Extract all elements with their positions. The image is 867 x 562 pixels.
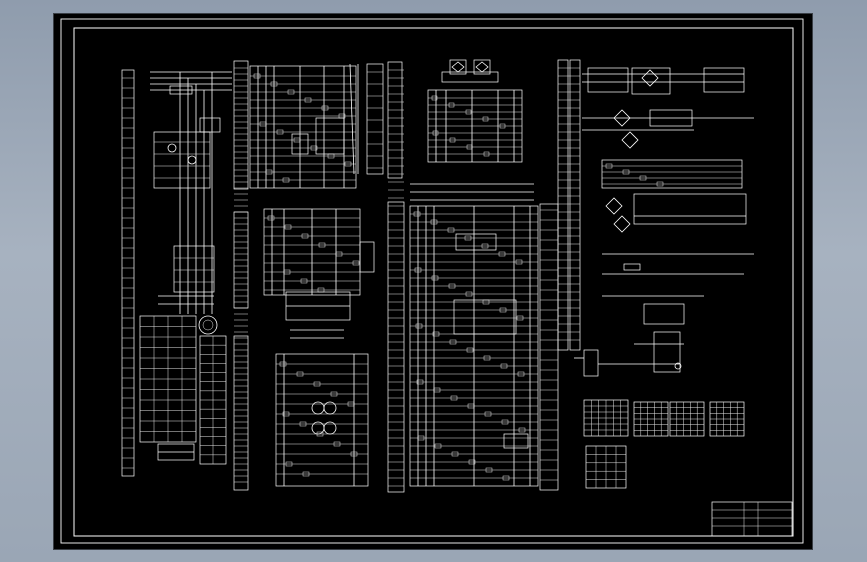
central-terminal-strip xyxy=(387,61,405,493)
right-terminal-strip xyxy=(557,59,581,351)
electrical-schematic-drawing xyxy=(60,18,804,544)
left-terminal-strip xyxy=(121,69,135,477)
control-wiring-upper xyxy=(249,65,357,189)
drawing-outer-frame xyxy=(60,18,804,544)
main-power-circuit xyxy=(150,71,232,335)
top-bridge-circuit xyxy=(427,59,523,163)
protection-relay-grid xyxy=(139,315,227,465)
contact-table-2 xyxy=(633,401,669,437)
title-block xyxy=(711,501,793,537)
control-wiring-lower xyxy=(275,329,369,487)
contact-table-1 xyxy=(583,399,629,437)
central-ladder-diagram xyxy=(409,183,539,487)
contact-table-5 xyxy=(585,445,627,489)
cad-viewport[interactable] xyxy=(54,14,812,549)
right-center-terminal xyxy=(539,203,559,491)
terminal-strip-2 xyxy=(233,60,249,491)
rectifier-circuit xyxy=(574,67,754,377)
contact-table-3 xyxy=(669,401,705,437)
relay-column-3 xyxy=(349,63,384,273)
drawing-inner-frame xyxy=(73,27,794,537)
control-wiring-middle xyxy=(263,208,361,321)
contact-table-4 xyxy=(709,401,745,437)
motor-symbol xyxy=(198,315,218,335)
